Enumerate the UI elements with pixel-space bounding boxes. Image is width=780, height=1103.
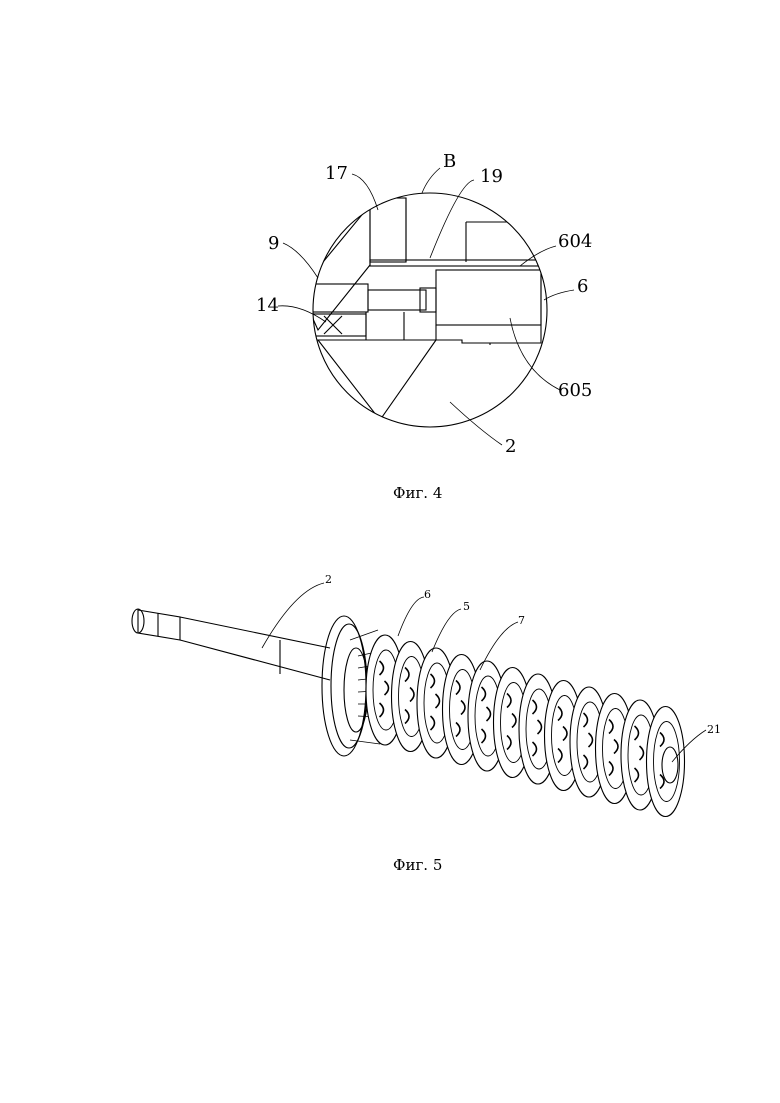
disc-stack bbox=[366, 635, 685, 817]
label-19: 19 bbox=[480, 166, 503, 187]
figure-5-caption: Фиг. 5 bbox=[393, 856, 442, 874]
label-6: 6 bbox=[577, 276, 588, 297]
label-5: 5 bbox=[463, 600, 470, 613]
label-6: 6 bbox=[424, 588, 431, 601]
detail-b-label: B bbox=[443, 151, 456, 172]
label-14: 14 bbox=[256, 295, 279, 316]
hub-21 bbox=[662, 747, 678, 783]
label-604: 604 bbox=[558, 231, 592, 252]
label-17: 17 bbox=[325, 163, 348, 184]
figure-5: 2 6 5 7 21 Фиг. 5 bbox=[132, 573, 721, 874]
label-2: 2 bbox=[325, 573, 332, 586]
part-17-block bbox=[370, 198, 406, 262]
shaft bbox=[132, 609, 330, 680]
label-605: 605 bbox=[558, 380, 592, 401]
part-9-block bbox=[300, 284, 368, 312]
detail-circle bbox=[313, 193, 547, 427]
detail-circle-contents bbox=[300, 198, 560, 420]
label-2: 2 bbox=[505, 436, 516, 457]
figure-4: B 17 19 604 9 6 14 605 2 Фиг. 4 bbox=[256, 151, 592, 502]
label-21: 21 bbox=[707, 723, 721, 736]
label-9: 9 bbox=[268, 233, 279, 254]
part-605-block bbox=[436, 270, 541, 325]
label-7: 7 bbox=[518, 614, 525, 627]
figure-4-caption: Фиг. 4 bbox=[393, 484, 442, 502]
